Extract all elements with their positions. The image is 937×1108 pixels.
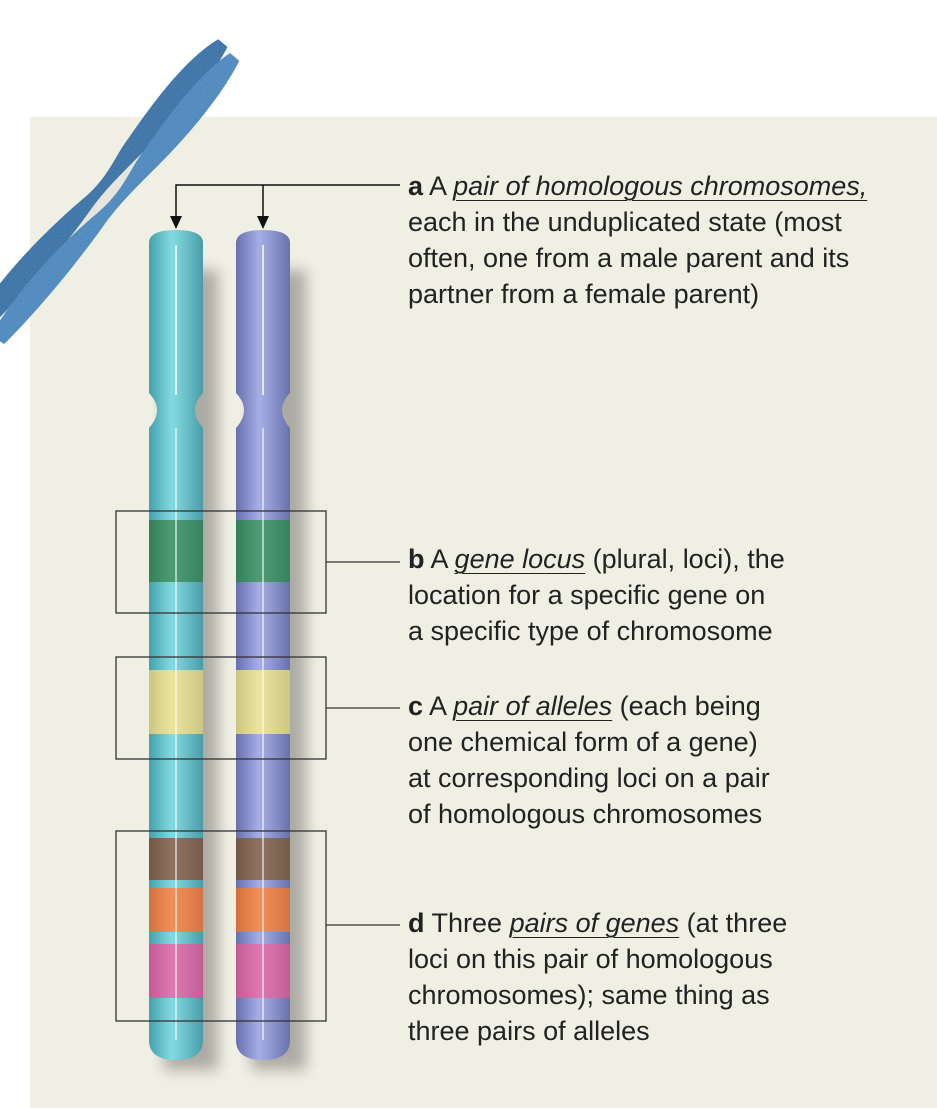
arrow-right-chromosome (257, 216, 269, 229)
label-c: c A pair of alleles (each being one chem… (408, 688, 928, 832)
label-b-letter: b (408, 544, 425, 574)
label-b: b A gene locus (plural, loci), the locat… (408, 541, 928, 649)
label-a-connector (176, 185, 400, 222)
label-c-term: pair of alleles (453, 691, 612, 721)
label-d-term: pairs of genes (510, 908, 680, 938)
label-d: d Three pairs of genes (at three loci on… (408, 905, 928, 1049)
label-c-letter: c (408, 691, 423, 721)
label-d-letter: d (408, 908, 425, 938)
label-a-term: pair of homologous chromosomes, (453, 171, 867, 201)
label-a-letter: a (408, 171, 423, 201)
label-a: a A pair of homologous chromosomes, each… (408, 168, 928, 312)
arrow-left-chromosome (170, 216, 182, 229)
label-b-term: gene locus (455, 544, 586, 574)
